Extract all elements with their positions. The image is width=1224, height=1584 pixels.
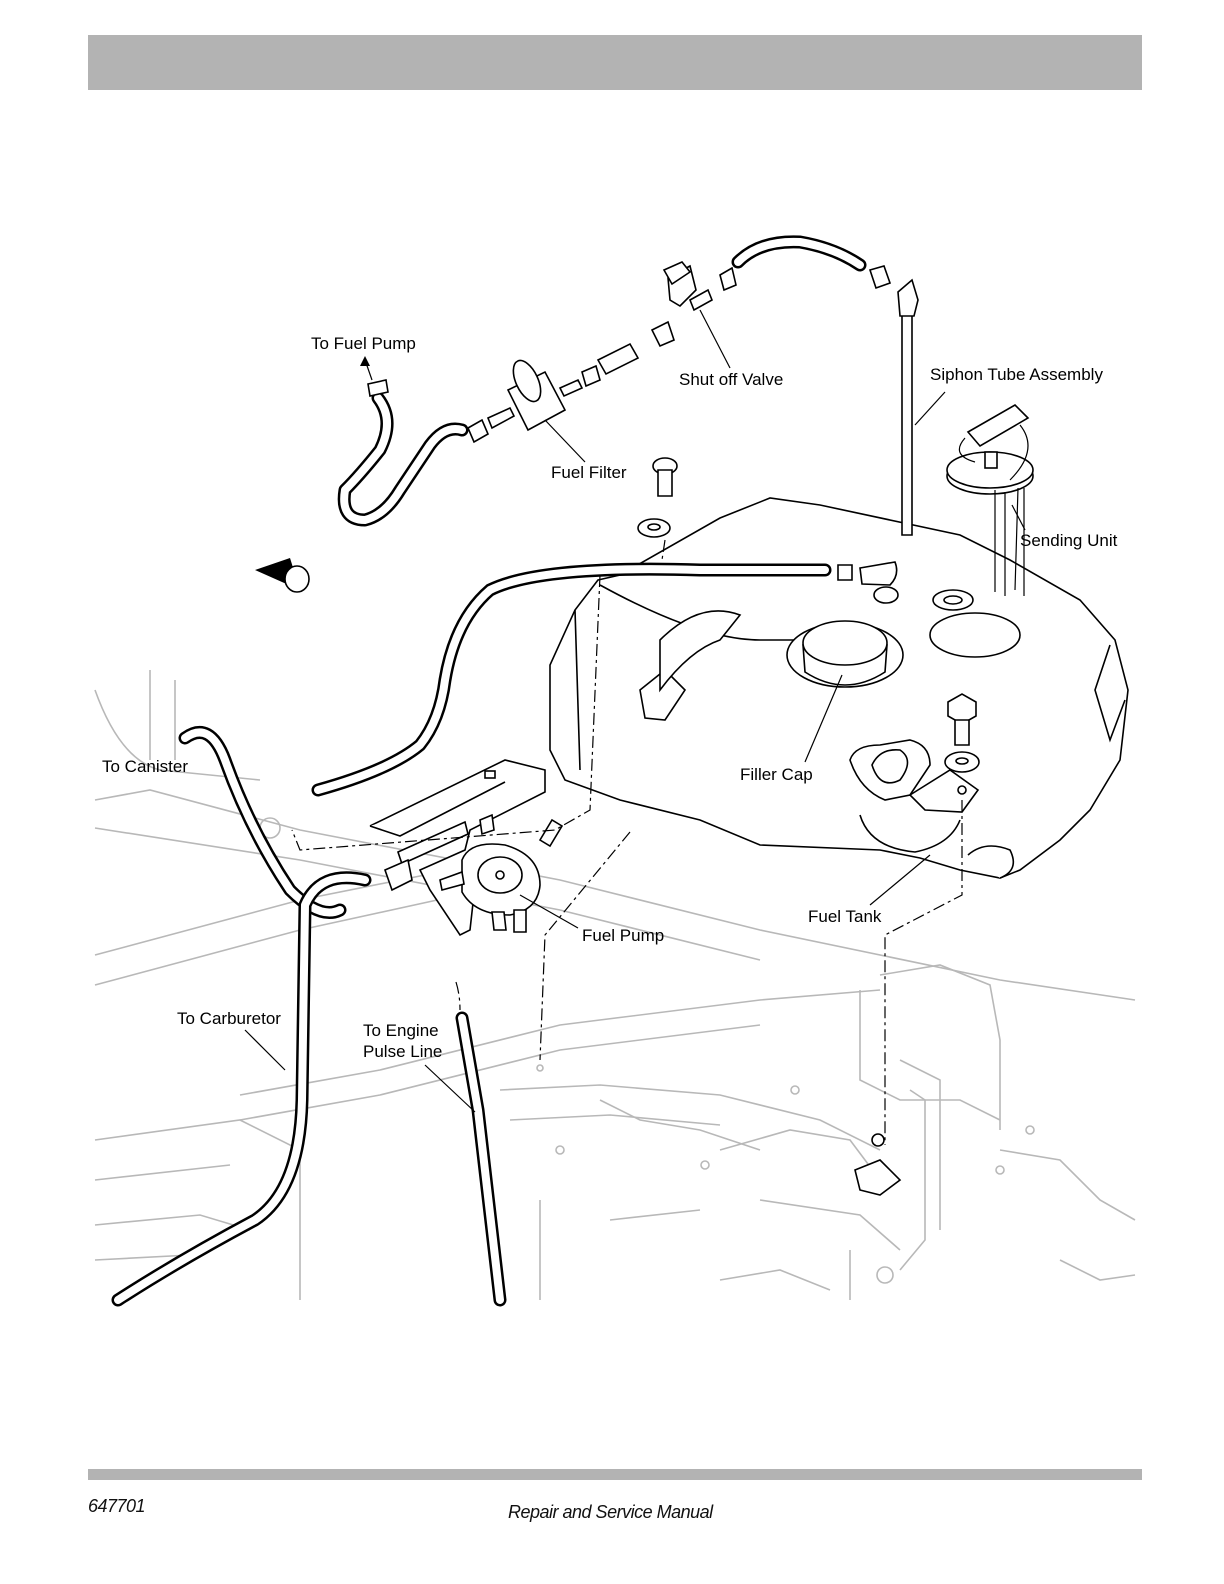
tank-bolt-top <box>638 458 677 537</box>
shut-off-valve-part <box>664 262 712 310</box>
label-to-engine-line1: To Engine <box>363 1021 439 1040</box>
label-fuel-filter: Fuel Filter <box>551 463 627 482</box>
front-direction-arrow-icon <box>255 558 309 592</box>
fuel-tank <box>550 498 1128 878</box>
mount-clip <box>855 1134 900 1195</box>
page-footer-rule <box>88 1469 1142 1480</box>
hose-to-fuel-pump <box>344 356 462 520</box>
label-siphon-tube-assembly: Siphon Tube Assembly <box>930 365 1103 384</box>
label-shut-off-valve: Shut off Valve <box>679 370 783 389</box>
label-sending-unit: Sending Unit <box>1020 531 1118 550</box>
label-fuel-tank: Fuel Tank <box>808 907 882 926</box>
label-filler-cap: Filler Cap <box>740 765 813 784</box>
pulse-line-hose <box>462 1018 500 1300</box>
fuel-filter-part <box>468 356 600 442</box>
document-number: 647701 <box>88 1496 145 1517</box>
label-to-engine-line2: Pulse Line <box>363 1042 442 1061</box>
siphon-tube <box>870 266 918 535</box>
manual-title: Repair and Service Manual <box>508 1502 713 1523</box>
label-to-fuel-pump: To Fuel Pump <box>311 334 416 353</box>
label-to-canister: To Canister <box>102 757 188 776</box>
carburetor-hose <box>118 878 365 1300</box>
label-fuel-pump: Fuel Pump <box>582 926 664 945</box>
label-to-carburetor: To Carburetor <box>177 1009 281 1028</box>
top-hose-run <box>598 242 860 374</box>
